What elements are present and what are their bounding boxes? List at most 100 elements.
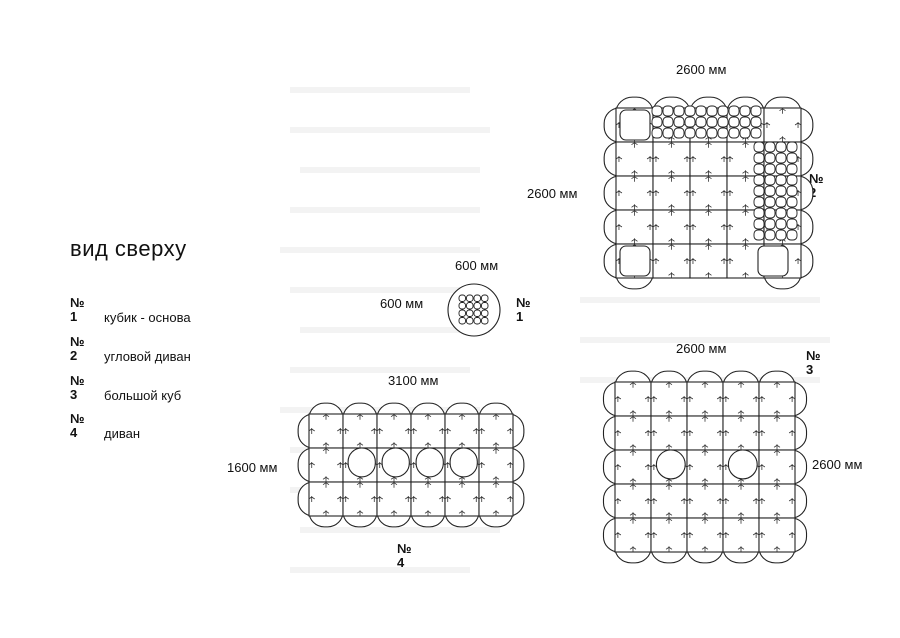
tuft-mark xyxy=(701,444,709,451)
tuft-mark xyxy=(686,498,694,504)
pillow xyxy=(753,163,765,175)
tuft-mark xyxy=(371,496,378,502)
pillow xyxy=(750,116,762,128)
tuft-mark xyxy=(473,496,480,502)
tuft-mark xyxy=(478,462,485,468)
marker-no-value: 1 xyxy=(516,309,524,324)
tuft-mark xyxy=(701,512,709,519)
pillow xyxy=(651,127,663,139)
tuft-mark xyxy=(652,258,660,264)
tuft-mark xyxy=(716,498,724,504)
tuft-mark xyxy=(444,496,451,502)
legend-number: № 3 xyxy=(70,374,94,402)
pillow xyxy=(753,141,765,153)
pillow xyxy=(717,127,729,139)
tuft-mark xyxy=(722,532,730,538)
pillow xyxy=(786,185,798,197)
tuft-mark xyxy=(665,410,673,417)
pillow xyxy=(458,294,466,302)
tuft-mark xyxy=(650,464,658,470)
tuft-mark xyxy=(726,156,734,162)
pillow xyxy=(786,174,798,186)
page-title: вид сверху xyxy=(70,236,187,261)
inner-cushion xyxy=(381,447,410,478)
tuft-mark xyxy=(742,170,749,177)
module1-marker: № 1 xyxy=(516,296,531,324)
tuft-mark xyxy=(424,442,432,449)
pillow xyxy=(739,105,751,117)
tuft-mark xyxy=(737,415,745,422)
tuft-mark xyxy=(773,381,781,388)
tuft-mark xyxy=(701,410,709,417)
tuft-mark xyxy=(737,410,745,417)
pillow xyxy=(764,196,776,208)
tuft-mark xyxy=(752,498,760,504)
pillow xyxy=(753,207,765,219)
pillow xyxy=(673,127,685,139)
tuft-mark xyxy=(631,141,638,148)
module3-height-label: 2600 мм xyxy=(812,457,863,472)
pillow xyxy=(753,152,765,164)
pillow xyxy=(684,127,696,139)
tuft-mark xyxy=(758,396,766,402)
tuft-mark xyxy=(629,444,637,451)
pillow xyxy=(753,196,765,208)
tuft-mark xyxy=(686,396,694,402)
tuft-mark xyxy=(668,204,675,211)
tuft-mark xyxy=(742,141,749,148)
tuft-mark xyxy=(644,532,652,538)
tuft-mark xyxy=(794,258,802,264)
pillow-column-right xyxy=(753,141,798,241)
tuft-mark xyxy=(615,190,623,196)
tuft-mark xyxy=(720,224,728,230)
tuft-mark xyxy=(779,136,786,143)
corner-cushion xyxy=(619,109,651,141)
legend-no-sign: № xyxy=(70,334,85,349)
pillow xyxy=(764,152,776,164)
tuft-mark xyxy=(701,381,709,388)
tuft-mark xyxy=(788,464,796,470)
pillow xyxy=(466,317,474,325)
tuft-mark xyxy=(614,430,622,436)
tuft-mark xyxy=(737,546,745,553)
pillow xyxy=(473,302,481,310)
tuft-mark xyxy=(680,498,688,504)
tuft-mark xyxy=(720,258,728,264)
pillow xyxy=(458,302,466,310)
tuft-mark xyxy=(376,496,383,502)
corner-cushion xyxy=(619,245,651,277)
pillow xyxy=(662,127,674,139)
tuft-mark xyxy=(716,464,724,470)
tuft-mark xyxy=(631,204,638,211)
tuft-mark xyxy=(356,413,364,420)
tuft-mark xyxy=(629,381,637,388)
tuft-mark xyxy=(614,532,622,538)
tuft-mark xyxy=(424,413,432,420)
tuft-mark xyxy=(779,107,786,114)
tuft-mark xyxy=(356,510,364,517)
tuft-mark xyxy=(665,444,673,451)
tuft-mark xyxy=(705,170,712,177)
tuft-mark xyxy=(668,243,675,250)
tuft-mark xyxy=(726,190,734,196)
pillow xyxy=(651,105,663,117)
tuft-mark xyxy=(705,175,712,182)
tuft-mark xyxy=(376,428,383,434)
pillow xyxy=(786,229,798,241)
tuft-mark xyxy=(644,464,652,470)
pillow xyxy=(728,127,740,139)
tuft-mark xyxy=(716,532,724,538)
pillow xyxy=(684,105,696,117)
tuft-mark xyxy=(629,449,637,456)
pillow xyxy=(775,229,787,241)
tuft-mark xyxy=(308,462,315,468)
pillow-set xyxy=(458,294,489,325)
pillow xyxy=(473,317,481,325)
pillow xyxy=(481,317,489,325)
pillow xyxy=(753,185,765,197)
tuft-mark xyxy=(680,396,688,402)
tuft-mark xyxy=(737,444,745,451)
pillow xyxy=(695,116,707,128)
pillow xyxy=(673,105,685,117)
pillow xyxy=(764,141,776,153)
